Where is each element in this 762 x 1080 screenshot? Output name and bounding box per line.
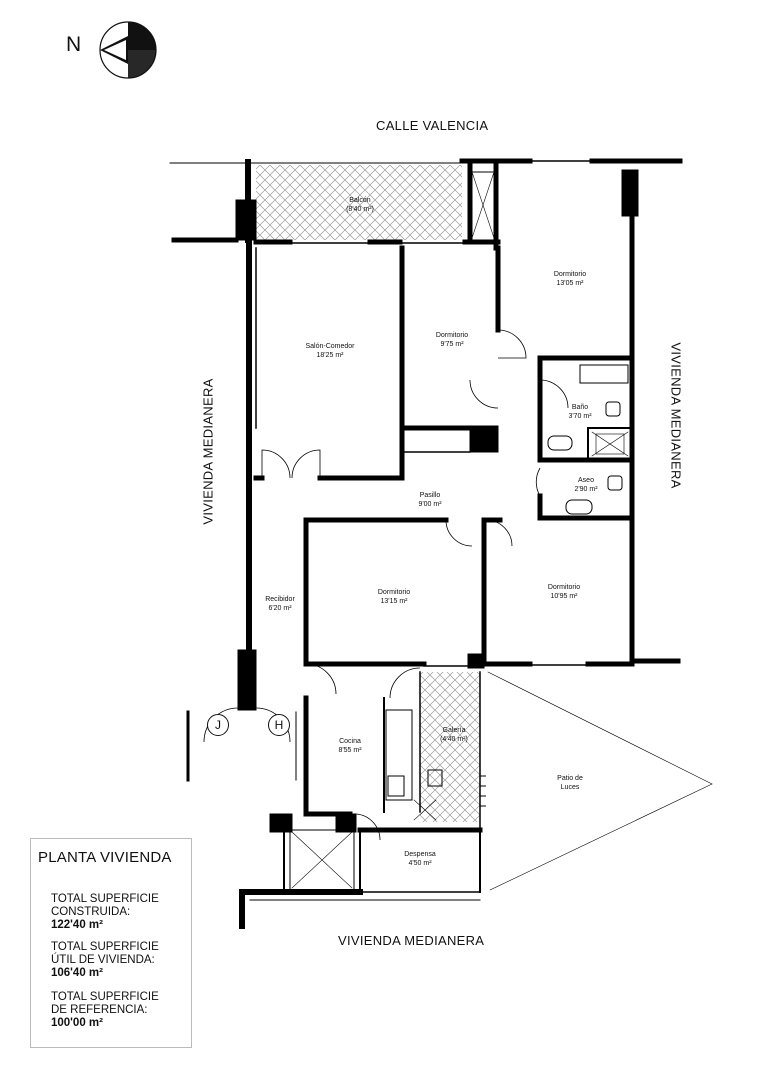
room-cocina: Cocina 8'55 m²: [320, 737, 380, 755]
reference-label-line-2: DE REFERENCIA:: [51, 1004, 148, 1016]
room-area: 9'75 m²: [440, 341, 464, 348]
room-name: Aseo: [578, 477, 594, 484]
room-area: 3'70 m²: [568, 413, 592, 420]
reference-label-line-1: TOTAL SUPERFICIE: [51, 991, 159, 1003]
street-bottom-label: VIVIENDA MEDIANERA: [338, 933, 485, 948]
street-top-label: CALLE VALENCIA: [376, 118, 489, 133]
room-aseo: Aseo 2'90 m²: [556, 476, 616, 494]
walls: [169, 158, 713, 929]
room-dormitorio-c: Dormitorio 13'15 m²: [354, 588, 434, 606]
useful-label: TOTAL SUPERFICIE ÚTIL DE VIVIENDA: 106'4…: [51, 941, 159, 980]
room-name: Pasillo: [419, 492, 441, 499]
room-name: Baño: [571, 404, 589, 411]
room-name: Balcón: [349, 197, 371, 204]
north-label: N: [66, 33, 82, 56]
room-area: 9'00 m²: [418, 501, 442, 508]
room-name: Salón-Comedor: [305, 343, 355, 350]
room-name: Dormitorio: [435, 332, 469, 339]
room-despensa: Despensa 4'50 m²: [390, 850, 450, 868]
room-area: 13'05 m²: [556, 280, 584, 287]
room-dormitorio-n: Dormitorio 9'75 m²: [412, 331, 492, 349]
reference-value: 100'00 m²: [51, 1017, 103, 1029]
room-galeria: Galería (4'40 m²): [424, 726, 484, 744]
room-name: Recibidor: [265, 596, 295, 603]
room-area: 6'20 m²: [268, 605, 292, 612]
gallery-railing: [480, 775, 486, 807]
room-area: 13'15 m²: [380, 598, 408, 605]
useful-value: 106'40 m²: [51, 967, 103, 979]
room-area: (4'40 m²): [440, 736, 468, 743]
room-name: Dormitorio: [553, 271, 587, 278]
room-area: (8'40 m²): [346, 206, 374, 213]
room-area: 10'95 m²: [550, 593, 578, 600]
room-area: 2'90 m²: [574, 486, 598, 493]
entrance-marker-j: J: [207, 714, 229, 736]
built-label-line-1: TOTAL SUPERFICIE: [51, 893, 159, 905]
room-name: Dormitorio: [547, 584, 581, 591]
surface-summary-box: PLANTA VIVIENDA TOTAL SUPERFICIE CONSTRU…: [30, 838, 192, 1048]
room-balcon: Balcón (8'40 m²): [320, 196, 400, 214]
useful-label-line-2: ÚTIL DE VIVIENDA:: [51, 954, 155, 966]
room-name: Despensa: [404, 851, 436, 858]
room-patio: Patio de Luces: [540, 774, 600, 792]
useful-label-line-1: TOTAL SUPERFICIE: [51, 941, 159, 953]
gallery-floor: [420, 672, 480, 822]
room-name: Dormitorio: [377, 589, 411, 596]
room-name: Patio de: [557, 775, 583, 782]
room-area: 18'25 m²: [316, 352, 344, 359]
entrance-marker-h: H: [268, 714, 290, 736]
room-dormitorio-ne: Dormitorio 13'05 m²: [530, 270, 610, 288]
built-value: 122'40 m²: [51, 919, 103, 931]
balcony-floor: [256, 165, 462, 240]
built-label-line-2: CONSTRUIDA:: [51, 906, 131, 918]
room-bano: Baño 3'70 m²: [550, 403, 610, 421]
street-right-label: VIVIENDA MEDIANERA: [668, 342, 684, 489]
room-dormitorio-e: Dormitorio 10'95 m²: [524, 583, 604, 601]
room-area: 4'50 m²: [408, 860, 432, 867]
built-label: TOTAL SUPERFICIE CONSTRUIDA: 122'40 m²: [51, 893, 159, 932]
room-name: Cocina: [339, 738, 361, 745]
room-pasillo: Pasillo 9'00 m²: [390, 491, 470, 509]
reference-label: TOTAL SUPERFICIE DE REFERENCIA: 100'00 m…: [51, 991, 159, 1030]
compass-icon: [99, 21, 157, 79]
room-recibidor: Recibidor 6'20 m²: [250, 595, 310, 613]
room-salon: Salón-Comedor 18'25 m²: [290, 342, 370, 360]
room-area: 8'55 m²: [338, 747, 362, 754]
room-name: Galería: [442, 727, 466, 734]
summary-title: PLANTA VIVIENDA: [38, 849, 172, 866]
room-name-2: Luces: [560, 784, 580, 791]
street-left-label: VIVIENDA MEDIANERA: [200, 378, 216, 525]
